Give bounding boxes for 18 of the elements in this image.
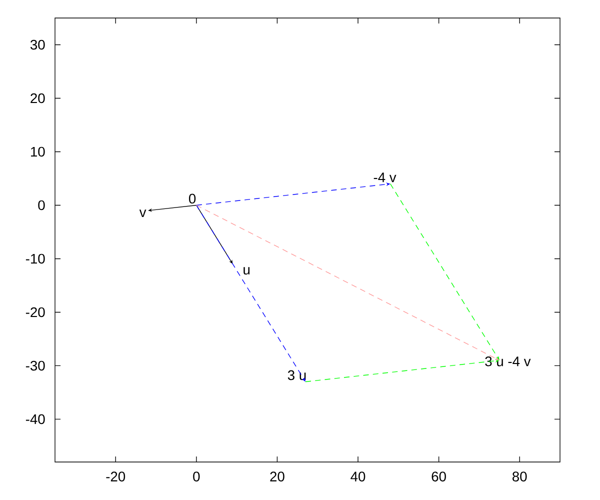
- tick-label: -40: [26, 414, 45, 424]
- tick-label: -10: [26, 254, 45, 264]
- tick-label: 80: [512, 472, 527, 482]
- tick-label: 10: [31, 146, 45, 157]
- tick-label: 20: [30, 93, 45, 104]
- tick-label: 60: [432, 472, 446, 482]
- tick-label: 0: [38, 200, 45, 210]
- point-label: v: [139, 210, 146, 217]
- tick-label: 40: [350, 472, 366, 482]
- tick-label: 0: [193, 472, 200, 482]
- tick-label: -20: [26, 307, 45, 318]
- tick-label: 30: [30, 40, 45, 50]
- point-label: 0: [188, 194, 196, 204]
- point-label: -4 v: [374, 172, 396, 182]
- point-label: u: [244, 267, 250, 275]
- tick-label: -30: [26, 360, 45, 371]
- tick-label: 20: [270, 472, 284, 482]
- tick-label: -20: [106, 472, 126, 482]
